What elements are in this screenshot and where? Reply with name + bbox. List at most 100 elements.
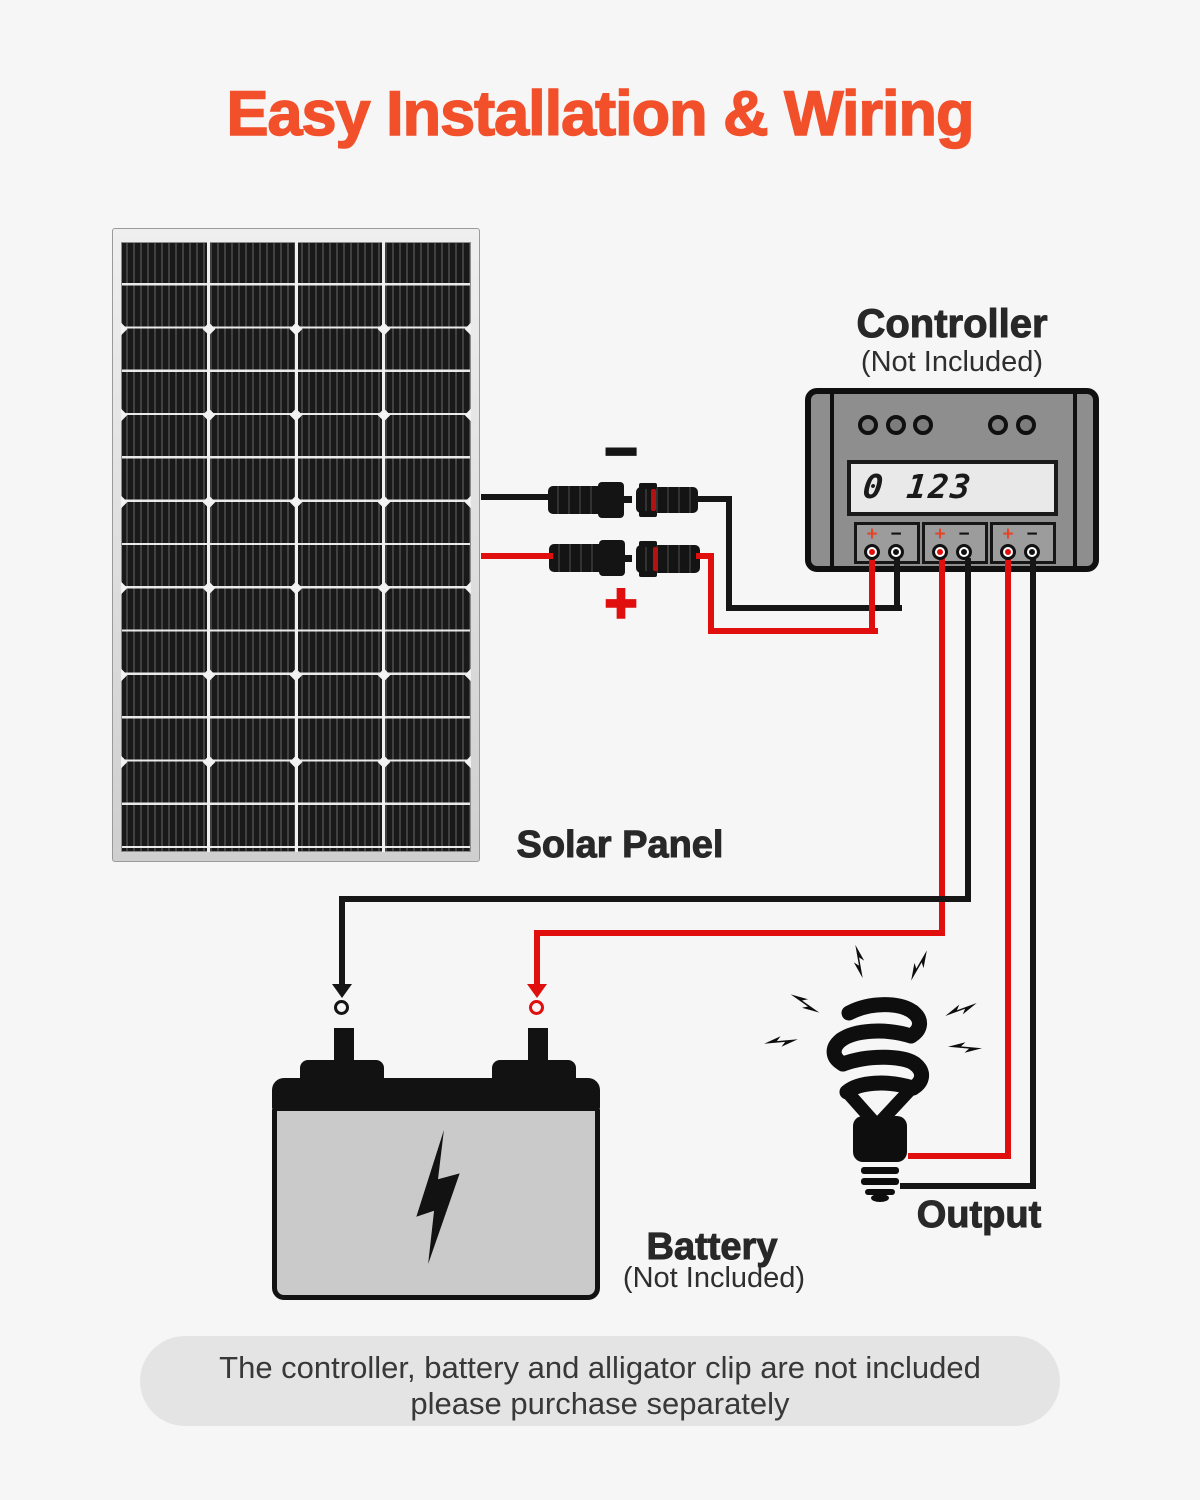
- panel-grid-diamond: [121, 495, 128, 509]
- light-ray-icon: [849, 943, 870, 979]
- note-pill: The controller, battery and alligator cl…: [140, 1336, 1060, 1426]
- light-ray-icon: [904, 947, 934, 984]
- mc4-red-ring: [653, 547, 658, 571]
- terminal-plus-label: +: [1002, 524, 1014, 545]
- wire-output-negative: [900, 1183, 1036, 1189]
- terminal-screw: [932, 544, 948, 560]
- note-line1: The controller, battery and alligator cl…: [219, 1350, 981, 1385]
- controller-flange-line: [830, 394, 834, 566]
- terminal-screw: [1000, 544, 1016, 560]
- panel-grid-diamond: [464, 495, 471, 509]
- mc4-tab: [639, 483, 657, 489]
- controller-lcd: 0 123: [847, 460, 1058, 516]
- panel-grid-diamond: [377, 668, 390, 682]
- panel-grid-diamond: [202, 408, 215, 422]
- note-line2: please purchase separately: [410, 1386, 790, 1421]
- mc4-connector-negative-female: [636, 483, 698, 517]
- panel-grid-diamond: [377, 755, 390, 769]
- light-ray-icon: [942, 997, 979, 1023]
- wire-panel-positive: [696, 553, 714, 559]
- panel-column-separator: [294, 242, 298, 852]
- panel-grid-diamond: [464, 668, 471, 682]
- panel-grid-diamond: [202, 495, 215, 509]
- alligator-clip-ring-positive: [529, 1000, 544, 1015]
- indicator-circle: [1016, 415, 1036, 435]
- mc4-coupler: [599, 540, 625, 576]
- wire-battery-positive: [534, 930, 945, 936]
- plus-symbol: +: [603, 570, 638, 636]
- solar-panel: [112, 228, 480, 862]
- wire-output-negative: [1030, 558, 1036, 1189]
- wire-battery-negative: [339, 896, 345, 986]
- panel-column-separator: [382, 242, 385, 852]
- wire-battery-negative: [339, 896, 971, 902]
- panel-grid-diamond: [377, 495, 390, 509]
- wire-panel-negative: [696, 496, 732, 502]
- panel-grid-diamond: [289, 668, 303, 682]
- page-title: Easy Installation & Wiring: [226, 78, 976, 150]
- panel-grid-diamond: [377, 581, 390, 595]
- panel-grid-diamond: [202, 581, 215, 595]
- panel-grid-diamond: [202, 668, 215, 682]
- terminal-minus-label: −: [958, 524, 970, 545]
- wire-output-positive: [908, 1153, 1011, 1159]
- light-ray-icon: [763, 1033, 798, 1051]
- panel-grid-diamond: [121, 408, 128, 422]
- panel-grid-diamond: [377, 322, 390, 336]
- wire-battery-negative: [965, 558, 971, 902]
- panel-grid-diamond: [202, 322, 215, 336]
- minus-symbol: −: [603, 419, 639, 484]
- indicator-circle: [886, 415, 906, 435]
- alligator-clip-ring-negative: [334, 1000, 349, 1015]
- solar-panel-label: Solar Panel: [516, 824, 724, 867]
- wire-panel-negative: [726, 605, 902, 611]
- terminal-screw: [956, 544, 972, 560]
- panel-grid-diamond: [464, 755, 471, 769]
- terminal-screw: [888, 544, 904, 560]
- mc4-tab: [639, 571, 657, 577]
- wire-battery-positive: [939, 558, 945, 936]
- battery-label: Battery: [646, 1226, 778, 1269]
- controller-flange-line: [1073, 394, 1077, 566]
- lightning-bolt-icon: [416, 1130, 460, 1264]
- wire-panel-positive: [481, 553, 553, 559]
- terminal-block-load: + −: [990, 522, 1056, 564]
- battery-post-positive: [528, 1028, 548, 1068]
- panel-grid-diamond: [289, 755, 303, 769]
- wire-battery-positive: [534, 930, 540, 986]
- solar-panel-field: [121, 242, 471, 852]
- mc4-connector-positive-female: [636, 541, 700, 577]
- terminal-screw: [864, 544, 880, 560]
- panel-grid-diamond: [202, 755, 215, 769]
- mc4-pin: [621, 555, 632, 562]
- terminal-minus-label: −: [1026, 524, 1038, 545]
- panel-grid-diamond: [464, 322, 471, 336]
- lcd-reading: 0 123: [861, 467, 975, 506]
- panel-grid-diamond: [289, 408, 303, 422]
- panel-grid-diamond: [121, 755, 128, 769]
- panel-grid-diamond: [121, 322, 128, 336]
- panel-grid-diamond: [377, 408, 390, 422]
- controller-label: Controller: [856, 302, 1048, 347]
- controller-sublabel: (Not Included): [860, 346, 1044, 378]
- wire-arrow-positive: [527, 984, 547, 998]
- light-ray-icon: [947, 1039, 982, 1057]
- controller: 0 123 + − + − + −: [805, 388, 1099, 572]
- mc4-pin: [620, 496, 632, 503]
- panel-grid-diamond: [121, 581, 128, 595]
- mc4-connector-negative-male: [548, 482, 624, 518]
- mc4-tab: [639, 541, 657, 547]
- panel-grid-diamond: [289, 322, 303, 336]
- mc4-tab: [639, 511, 657, 517]
- terminal-block-battery: + −: [922, 522, 988, 564]
- wire-panel-negative: [481, 494, 551, 500]
- panel-column-separator: [207, 242, 210, 852]
- cfl-bulb-icon: [826, 997, 929, 1202]
- battery-post-negative: [334, 1028, 354, 1068]
- battery-sublabel: (Not Included): [622, 1262, 806, 1294]
- panel-grid-diamond: [289, 581, 303, 595]
- mc4-connector-positive-male: [549, 540, 625, 576]
- mc4-coupler: [598, 482, 624, 518]
- wire-panel-positive: [708, 556, 714, 634]
- panel-grid-diamond: [289, 495, 303, 509]
